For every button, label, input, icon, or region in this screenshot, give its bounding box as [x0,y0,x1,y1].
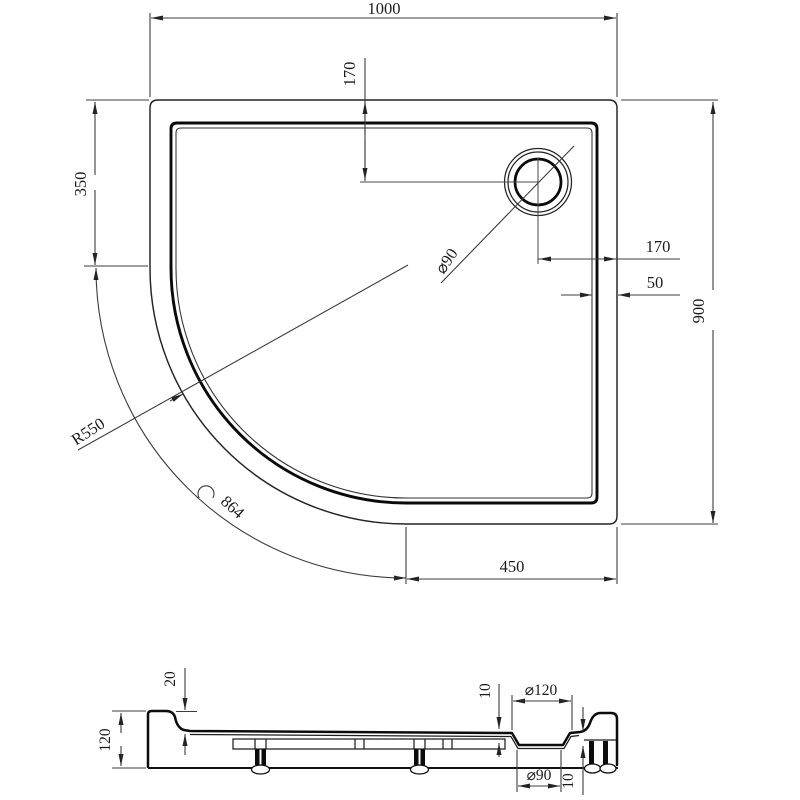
dim-floor-thickness-label: 10 [477,683,494,699]
dim-drain-from-right-label: 170 [646,237,671,256]
dim-height-label: 900 [689,299,708,324]
tray-outer-outline [149,99,618,525]
foot-pad [599,763,617,774]
dim-floor-thickness-10: 10 [477,683,502,757]
foot-pad [250,764,271,775]
dim-left-straight-label: 350 [71,172,90,197]
dim-height-900: 900 [621,99,718,525]
dim-total-height-120: 120 [97,710,146,769]
dim-waste-bottom-diameter-label: ⌀90 [527,767,552,784]
dim-bottom-straight-450: 450 [405,527,618,584]
dim-rim-drop-label: 20 [162,671,179,687]
dim-drain-from-top-170: 170 [340,58,368,181]
adjustable-feet [250,741,617,775]
dim-corner-radius-r550: R550 [68,264,409,451]
dim-width-1000: 1000 [149,0,618,97]
dim-left-straight-350: 350 [71,99,149,267]
section-tray-profile [146,709,619,769]
foot-pad [409,764,430,775]
dim-total-height-label: 120 [97,728,114,752]
arc-length-symbol [197,485,215,499]
support-frame [232,738,506,750]
dim-waste-depth-label: 10 [560,773,577,789]
tray-inner-edge-thin [175,127,593,499]
dim-waste-top-diameter-120: ⌀120 [511,682,573,730]
dim-bottom-straight-label: 450 [500,557,525,576]
section-view: 20 120 10 ⌀120 [97,668,619,795]
dim-rim-width-label: 50 [647,273,664,292]
dim-waste-bottom-diameter-90: ⌀90 [516,750,562,792]
tray-inner-rim-outline [169,121,599,505]
dim-drain-diameter-label: ⌀90 [431,245,462,278]
dim-width-label: 1000 [368,0,401,18]
dim-waste-top-diameter-label: ⌀120 [525,682,558,699]
dim-drain-from-right-170: 170 [538,237,680,262]
dim-drain-from-top-label: 170 [340,62,359,87]
drain-diameter-leader [440,145,575,284]
dim-rim-width-50: 50 [561,273,680,298]
drain-waste [360,145,575,284]
dim-rim-drop-20: 20 [162,668,197,755]
dim-arc-length-864: 864 [93,267,407,581]
foot-pad [583,763,602,774]
plan-view: 1000 170 350 900 [68,0,718,584]
section-floor-underside [189,733,580,750]
dim-waste-depth-10: 10 [560,707,586,795]
